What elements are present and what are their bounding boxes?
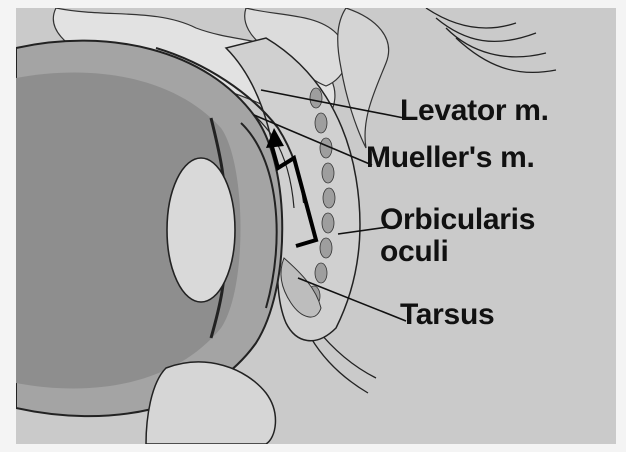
- label-oculi: oculi: [380, 237, 449, 267]
- label-orbicularis: Orbicularis: [380, 205, 535, 235]
- label-tarsus: Tarsus: [400, 300, 494, 330]
- label-mueller: Mueller's m.: [366, 143, 535, 173]
- lens: [167, 158, 235, 302]
- label-levator: Levator m.: [400, 96, 549, 126]
